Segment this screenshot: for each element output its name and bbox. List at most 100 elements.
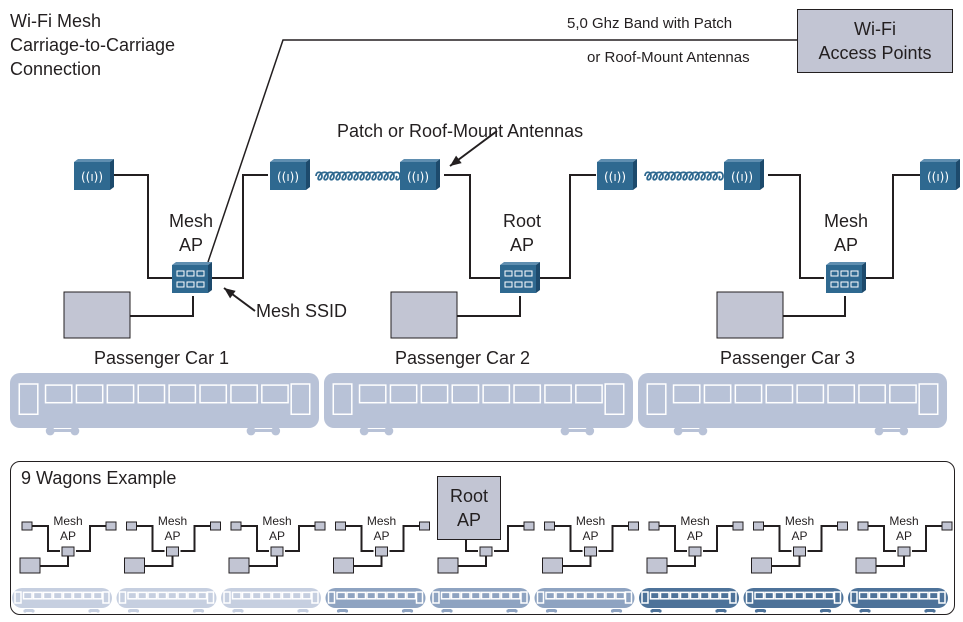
mini-car — [12, 588, 112, 613]
mini-cable — [30, 525, 60, 552]
antenna-top — [270, 159, 310, 162]
car-window — [137, 384, 166, 404]
client-device-car3 — [716, 291, 784, 339]
car-axle — [652, 609, 660, 612]
car-window — [230, 384, 258, 404]
wagon-ap-label-line2: AP — [895, 529, 912, 543]
car-window — [251, 591, 262, 600]
mini-client-device — [333, 557, 354, 574]
mesh-link-coil-1 — [315, 171, 401, 181]
car-window — [918, 591, 929, 600]
mini-antenna-icon — [230, 521, 242, 531]
car-window — [754, 591, 765, 600]
car-window — [703, 384, 732, 404]
car-window — [451, 384, 480, 404]
mini-cable — [912, 525, 944, 552]
wagon-ap-label-line1: Mesh — [575, 514, 606, 528]
wagon-ap-label-line2: AP — [164, 529, 181, 543]
car-window — [199, 384, 228, 404]
car-axle — [926, 609, 934, 612]
ap-front — [500, 265, 536, 293]
car-window — [44, 384, 73, 404]
mini-antenna-icon — [648, 521, 660, 531]
antenna-side — [306, 159, 310, 190]
mini-client-device — [437, 557, 459, 574]
car-window — [827, 384, 856, 404]
antenna-side — [956, 159, 960, 190]
mini-ap-icon — [166, 546, 179, 557]
mini-cable — [667, 556, 696, 567]
mesh-ap-icon-car1 — [172, 262, 212, 293]
car-axle — [403, 609, 412, 612]
antenna-icon: ((ı)) — [724, 159, 764, 190]
mini-client-device — [542, 557, 563, 574]
antenna-front — [400, 162, 436, 190]
antenna-icon: ((ı)) — [74, 159, 114, 190]
car-window — [595, 591, 606, 600]
wagon-ap-label-line2: AP — [582, 529, 599, 543]
car2-left-antenna-cable — [444, 174, 500, 279]
ap-port — [524, 270, 533, 277]
mini-ap-icon — [584, 546, 597, 557]
ap-port — [186, 270, 195, 277]
band-label-2: or Roof-Mount Antennas — [587, 49, 750, 66]
car-axle — [129, 609, 138, 612]
car-door — [729, 591, 737, 604]
car-window — [928, 591, 939, 600]
wagon-ap-label-line2: AP — [373, 529, 390, 543]
car-axle — [821, 609, 830, 612]
mini-cable — [239, 525, 269, 552]
car-door — [536, 591, 545, 604]
mini-cable — [144, 556, 174, 567]
car-window — [389, 384, 418, 404]
antenna-glyph: ((ı)) — [731, 170, 753, 184]
mini-ap-icon — [688, 546, 702, 557]
ap-front — [172, 265, 208, 293]
wifi-access-points-box: Wi-Fi Access Points — [797, 9, 953, 73]
mini-antenna-icon — [335, 521, 346, 531]
car-window — [106, 384, 135, 404]
car-window — [92, 591, 103, 600]
mini-cable — [76, 525, 108, 552]
wagon-mini-2 — [124, 521, 221, 574]
car1-left-antenna-cable — [110, 174, 172, 279]
mini-cable — [285, 525, 317, 552]
antenna-callout-arrow-head — [450, 155, 462, 166]
mini-cable — [134, 525, 165, 552]
ap-port — [504, 270, 513, 277]
ap-port — [196, 281, 205, 288]
mini-client-device — [228, 557, 250, 574]
car-door — [604, 383, 625, 415]
car1-right-antenna-cable — [212, 174, 268, 279]
car-window — [168, 384, 197, 404]
mini-cable — [458, 556, 487, 567]
car-window — [679, 591, 690, 600]
car-window — [42, 591, 53, 600]
car-window — [898, 591, 909, 600]
car-window — [804, 591, 815, 600]
car-door — [102, 591, 110, 604]
mini-car — [221, 588, 321, 613]
mesh-to-wifi-line — [207, 39, 797, 263]
mini-car — [639, 588, 739, 613]
antenna-glyph: ((ı)) — [604, 170, 626, 184]
car-window — [460, 591, 471, 600]
mini-car — [743, 588, 844, 613]
car-door — [850, 591, 858, 604]
car-window — [585, 591, 596, 600]
car-window — [719, 591, 730, 600]
antenna-icon: ((ı)) — [400, 159, 440, 190]
mini-cable — [249, 556, 278, 567]
car-door — [624, 591, 633, 604]
car-3-ap-line2: AP — [833, 235, 858, 255]
car-window — [545, 591, 556, 600]
car-1-ap-line2: AP — [178, 235, 203, 255]
mini-car — [325, 588, 426, 613]
mini-cable — [353, 556, 383, 567]
car-door — [14, 591, 22, 604]
ap-top — [172, 262, 212, 265]
mini-antenna-icon — [628, 521, 639, 531]
wagon-mini-6 — [542, 521, 639, 574]
mini-car — [848, 588, 948, 613]
car-window — [615, 591, 626, 600]
